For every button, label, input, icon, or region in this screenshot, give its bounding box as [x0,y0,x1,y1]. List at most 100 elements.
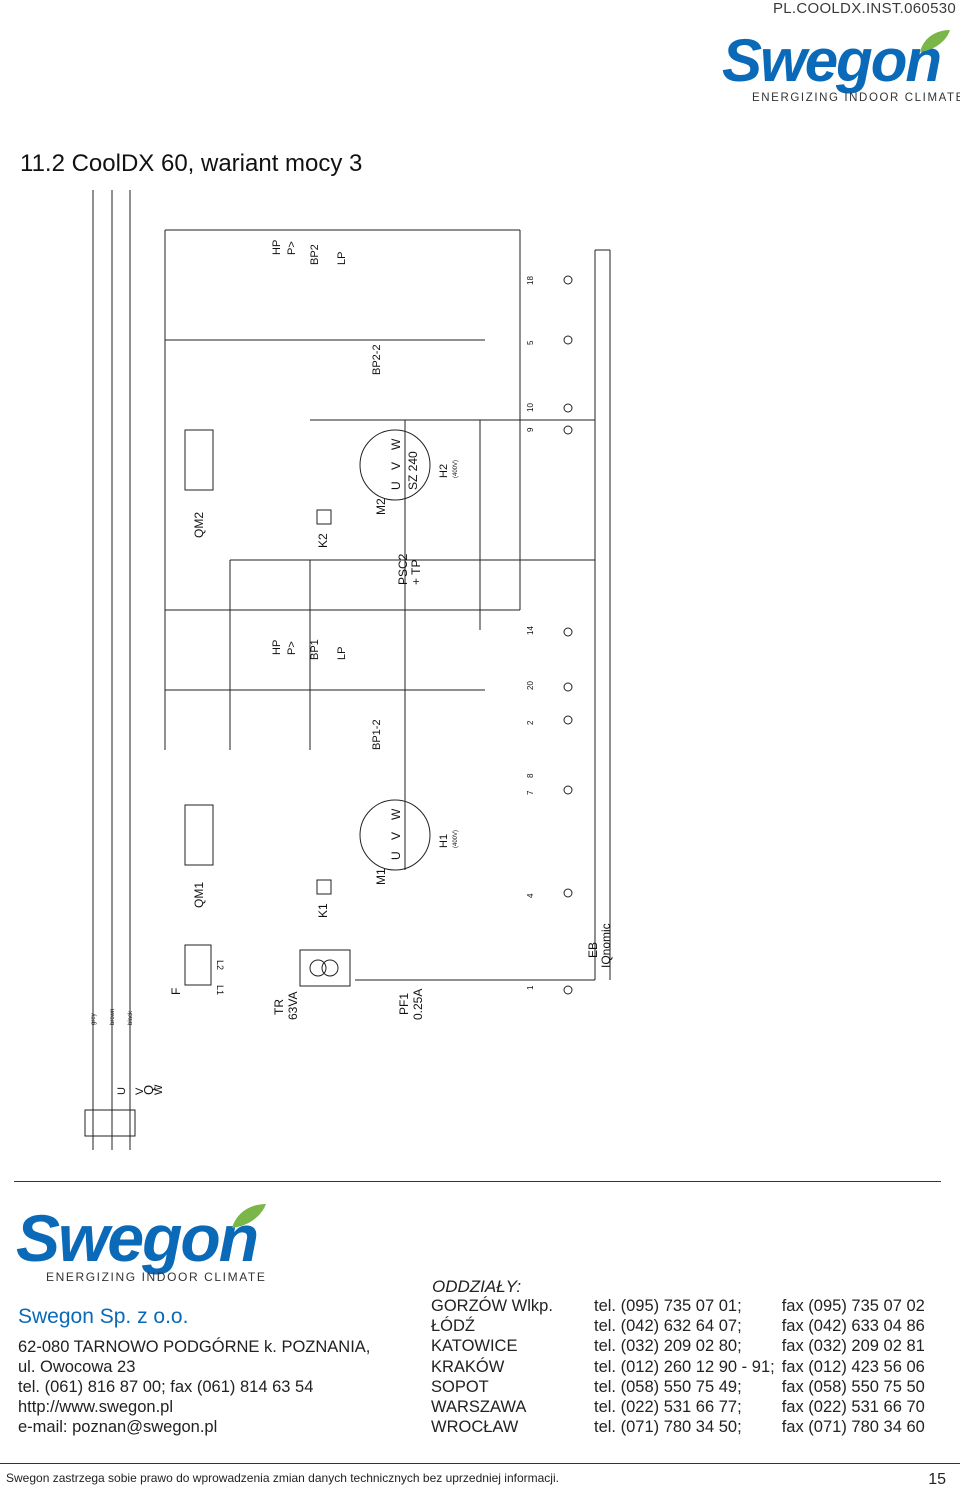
wire-brown: brown [110,1009,116,1025]
label-eb: EB [586,942,600,958]
branch-fax: fax (095) 735 07 02 [781,1296,925,1315]
branch-city: ŁÓDŹ [431,1316,476,1335]
branch-tel: tel. (095) 735 07 01; [594,1296,742,1315]
company-email[interactable]: e-mail: poznan@swegon.pl [18,1418,218,1436]
footer-notice: Swegon zastrzega sobie prawo do wprowadz… [6,1471,559,1485]
label-m2-v: V [389,462,403,470]
terminal-7: 7 [526,790,535,795]
label-tr-rating: 63VA [286,992,300,1020]
label-l1: L1 [215,985,225,995]
branch-fax: fax (071) 780 34 60 [781,1418,925,1437]
label-m2: M2 [374,498,388,515]
document-code: PL.COOLDX.INST.060530 [772,0,956,17]
leaf-icon [920,30,950,52]
branch-tel: tel. (058) 550 75 49; [594,1377,742,1396]
terminal-9: 9 [526,427,535,432]
branch-row: WROCŁAW tel. (071) 780 34 50; fax (071) 78… [428,1418,929,1438]
label-h1-v: (400V) [453,830,459,848]
label-tr: TR [272,999,286,1015]
page-number: 15 [928,1471,946,1488]
label-fuse-f: F [169,988,183,995]
branch-fax: fax (022) 531 66 70 [781,1398,925,1417]
label-qm2: QM2 [192,512,206,538]
footer-logo: Swegon ENERGIZING INDOOR CLIMATE [16,1200,266,1290]
label-m2-u: U [389,481,403,490]
logo-wordmark: Swegon [722,27,942,94]
company-street: ul. Owocowa 23 [18,1358,136,1376]
terminal-18: 18 [526,276,535,285]
company-name: Swegon Sp. z o.o. [18,1305,189,1328]
branch-row: SOPOT tel. (058) 550 75 49; fax (058) 550 … [428,1377,929,1397]
label-hp-1: HP [271,640,283,655]
branch-city: KRAKÓW [431,1357,505,1376]
branch-row: ŁÓDŹ tel. (042) 632 64 07; fax (042) 633 0… [428,1316,929,1336]
label-pgt-2: P> [286,241,298,255]
branch-tel: tel. (071) 780 34 50; [594,1418,742,1437]
branch-city: SOPOT [431,1377,489,1396]
header-logo: Swegon ENERGIZING INDOOR CLIMATE [722,26,960,110]
branches-table: GORZÓW Wlkp. tel. (095) 735 07 01; fax (09… [428,1296,929,1438]
wiring-diagram: U V W Q grey brown black F L1 L2 TR 63VA… [84,190,613,1150]
label-m1-v: V [389,832,403,840]
label-l2: L2 [215,960,225,970]
terminal-10: 10 [526,403,535,412]
label-iqnomic: IQnomic [599,923,613,968]
branch-fax: fax (032) 209 02 81 [781,1337,925,1356]
branch-city: KATOWICE [431,1337,518,1356]
section-divider [14,1181,941,1182]
terminal-14: 14 [526,626,535,635]
branch-fax: fax (012) 423 56 06 [781,1357,925,1376]
branch-city: WROCŁAW [431,1418,519,1437]
footer-divider [0,1463,960,1464]
company-phone: tel. (061) 816 87 00; fax (061) 814 63 5… [18,1378,314,1396]
company-website[interactable]: http://www.swegon.pl [18,1398,173,1416]
label-k2: K2 [316,533,330,548]
branch-row: GORZÓW Wlkp. tel. (095) 735 07 01; fax (09… [428,1296,929,1316]
label-hp-2: HP [271,240,283,255]
branch-fax: fax (042) 633 04 86 [781,1316,925,1335]
branches-heading: ODDZIAŁY: [432,1277,522,1296]
wire-black: black [128,1010,134,1025]
terminal-8: 8 [526,773,535,778]
label-lp-1: LP [336,647,348,660]
logo-wordmark-large: Swegon [16,1201,259,1275]
label-m2-w: W [389,438,403,450]
label-pf1: PF1 [397,993,411,1015]
label-pf1-rating: 0.25A [411,989,425,1020]
branch-city: WARSZAWA [431,1398,527,1417]
branch-tel: tel. (022) 531 66 77; [594,1398,742,1417]
branch-row: WARSZAWA tel. (022) 531 66 77; fax (022) 5… [428,1397,929,1417]
branch-row: KATOWICE tel. (032) 209 02 80; fax (032) 2… [428,1337,929,1357]
label-sz240: SZ 240 [406,451,420,490]
label-q: Q [141,1085,156,1095]
terminal-20: 20 [526,681,535,690]
label-h1: H1 [438,834,450,848]
terminal-2: 2 [526,720,535,725]
logo-tagline-large: ENERGIZING INDOOR CLIMATE [46,1270,267,1284]
label-bp1: BP1 [309,639,321,660]
label-bp1-2: BP1-2 [371,719,383,750]
branch-tel: tel. (042) 632 64 07; [594,1316,742,1335]
label-v: V [134,1087,146,1095]
label-u: U [116,1087,128,1095]
terminal-1: 1 [526,985,535,990]
label-m1-w: W [389,808,403,820]
terminal-4: 4 [526,893,535,898]
label-bp2: BP2 [309,244,321,265]
label-lp-2: LP [336,252,348,265]
branch-fax: fax (058) 550 75 50 [781,1377,925,1396]
label-m1-u: U [389,851,403,860]
label-w: W [153,1084,165,1095]
leaf-icon-large [232,1204,266,1228]
label-k1: K1 [316,903,330,918]
branch-tel: tel. (032) 209 02 80; [594,1337,742,1356]
branch-city: GORZÓW Wlkp. [431,1296,553,1315]
label-tp: + TP [409,560,423,585]
label-h2-v: (400V) [453,460,459,478]
company-address: 62-080 TARNOWO PODGÓRNE k. POZNANIA, [18,1338,371,1356]
label-h2: H2 [438,464,450,478]
label-m1: M1 [374,868,388,885]
logo-tagline: ENERGIZING INDOOR CLIMATE [752,92,960,104]
wire-grey: grey [91,1013,97,1025]
